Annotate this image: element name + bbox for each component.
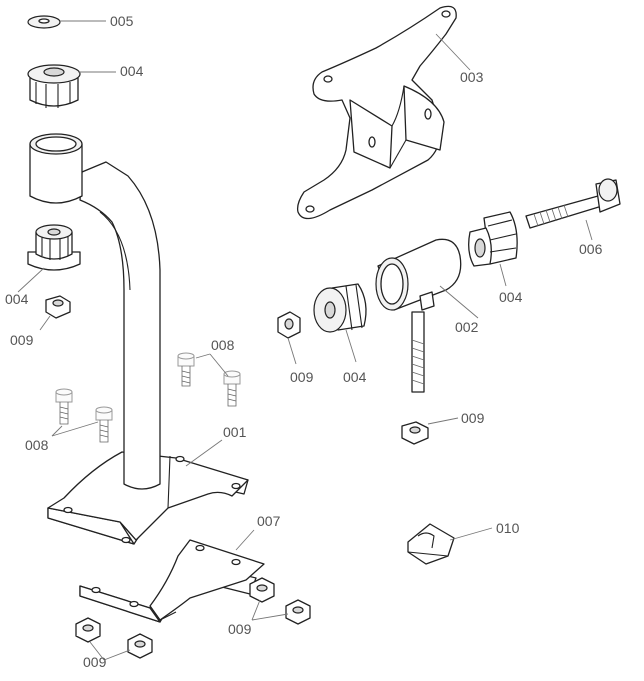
part-004-knob-top: [27, 64, 81, 108]
part-004-knob-right: [468, 211, 518, 267]
label-002: 002: [455, 319, 479, 335]
label-001: 001: [223, 424, 247, 440]
part-009-nut-center: [277, 311, 301, 339]
part-009-nut-left: [45, 295, 71, 319]
part-001-post-base: [29, 133, 249, 545]
part-010-clip: [407, 523, 455, 565]
label-008-left: 008: [25, 437, 49, 453]
part-004-knob-center: [313, 283, 367, 333]
part-009-nuts-base: [75, 617, 153, 659]
part-008-screws-left: [55, 388, 113, 443]
label-009-left: 009: [10, 332, 34, 348]
label-005: 005: [110, 13, 134, 29]
label-009-base: 009: [83, 654, 107, 670]
label-003: 003: [460, 69, 484, 85]
label-007: 007: [257, 513, 281, 529]
label-009-bracket: 009: [228, 621, 252, 637]
part-009-nut-right: [401, 421, 429, 445]
label-006: 006: [579, 241, 603, 257]
part-005-washer: [27, 15, 61, 29]
label-009-right: 009: [461, 410, 485, 426]
part-006-bolt: [525, 178, 621, 229]
label-008-right: 008: [211, 337, 235, 353]
part-009-nuts-bracket: [249, 577, 311, 625]
part-008-screws-right: [177, 352, 241, 407]
part-007-bracket: [79, 539, 265, 623]
label-010: 010: [496, 520, 520, 536]
label-004-left: 004: [5, 291, 29, 307]
part-004-knob-left: [27, 224, 81, 271]
label-004-center: 004: [343, 369, 367, 385]
label-004-top: 004: [120, 63, 144, 79]
label-009-center: 009: [290, 369, 314, 385]
part-002-clamp: [375, 238, 462, 393]
label-004-right: 004: [499, 289, 523, 305]
part-003-vesa-plate: [296, 5, 457, 220]
